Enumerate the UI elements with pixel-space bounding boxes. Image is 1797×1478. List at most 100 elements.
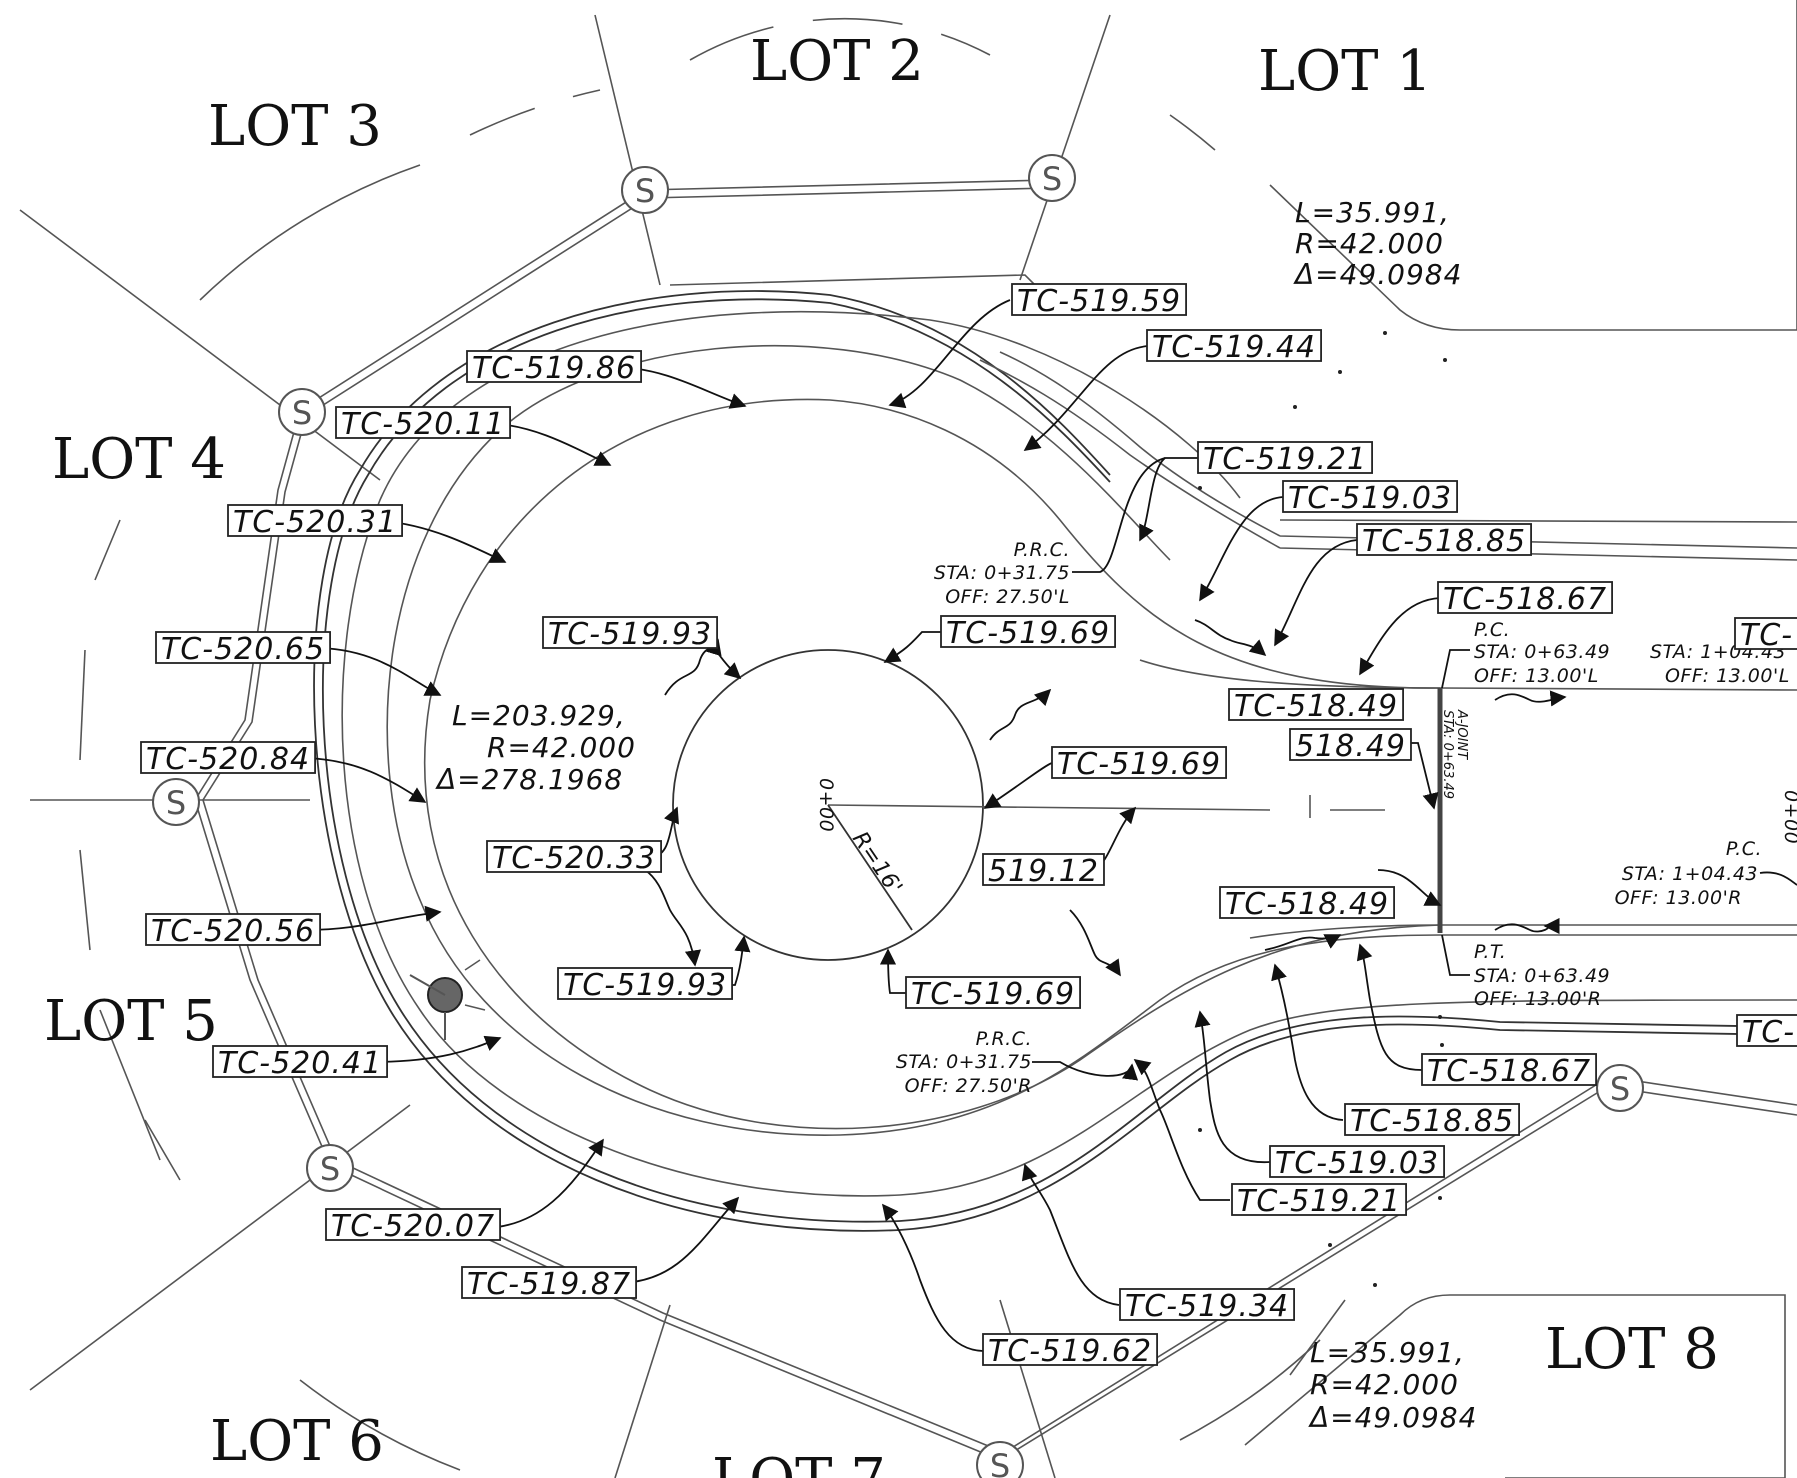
tc-label-text: TC-519.34 bbox=[1125, 1289, 1289, 1324]
spot-point bbox=[1198, 1128, 1202, 1132]
tc-label-box bbox=[1051, 746, 1227, 779]
sewer-manhole-symbol: S bbox=[320, 1150, 340, 1188]
label-leaders bbox=[305, 299, 1442, 1352]
tc-label-text: TC-520.33 bbox=[492, 841, 656, 876]
tc-label: TC-520.31 bbox=[227, 504, 403, 540]
tc-label-box bbox=[145, 913, 321, 946]
tc-label-text: TC-519.21 bbox=[1203, 442, 1367, 477]
tc-label-text: TC-518.85 bbox=[1362, 524, 1526, 559]
tc-label-box bbox=[1734, 617, 1797, 650]
tc-label: TC-519.34 bbox=[1119, 1288, 1295, 1324]
tc-label-text: 519.12 bbox=[988, 854, 1099, 889]
tc-label-box bbox=[1437, 581, 1613, 614]
curve-left-radius: R=42.000 bbox=[487, 731, 636, 764]
tc-label-box bbox=[325, 1208, 501, 1241]
tc-label-text: TC-518.49 bbox=[1234, 689, 1398, 724]
tc-label-box bbox=[335, 406, 511, 439]
tc-label-text: TC-519.93 bbox=[563, 968, 727, 1003]
pc-top-note: P.C. STA: 0+63.49 OFF: 13.00'L bbox=[1474, 619, 1610, 687]
pc-right-note: P.C. STA: 1+04.43 OFF: 13.00'R bbox=[1615, 838, 1762, 909]
svg-text:OFF: 13.00'L: OFF: 13.00'L bbox=[1665, 665, 1790, 687]
svg-text:OFF: 13.00'R: OFF: 13.00'R bbox=[1615, 887, 1742, 909]
tc-label-text: TC-520.84 bbox=[146, 742, 310, 777]
svg-text:OFF: 27.50'R: OFF: 27.50'R bbox=[905, 1075, 1032, 1097]
tc-label-text: TC-518.85 bbox=[1350, 1104, 1514, 1139]
tc-label-box bbox=[940, 615, 1116, 648]
drainage-arrows bbox=[644, 619, 1567, 977]
sewer-manhole-icon bbox=[1028, 154, 1076, 202]
tc-label-box bbox=[1356, 523, 1532, 556]
tc-label-text: TC-518.49 bbox=[1225, 887, 1389, 922]
pt-bottom-note: P.T. STA: 0+63.49 OFF: 13.00'R bbox=[1474, 941, 1610, 1010]
sewer-manhole-symbol: S bbox=[1610, 1070, 1630, 1108]
spot-point bbox=[1328, 1243, 1332, 1247]
svg-text:OFF: 13.00'R: OFF: 13.00'R bbox=[1474, 988, 1601, 1010]
spot-point bbox=[1373, 1283, 1377, 1287]
svg-text:OFF: 13.00'L: OFF: 13.00'L bbox=[1474, 665, 1599, 687]
svg-text:STA: 0+63.49: STA: 0+63.49 bbox=[1474, 641, 1610, 663]
curve-left-delta: Δ=278.1968 bbox=[435, 763, 623, 796]
svg-text:STA: 0+31.75: STA: 0+31.75 bbox=[934, 562, 1070, 584]
tc-label: TC-519.59 bbox=[1011, 283, 1187, 319]
spot-point bbox=[1440, 1043, 1444, 1047]
tc-label-box bbox=[542, 616, 718, 649]
tc-label: TC-518.49 bbox=[1219, 886, 1395, 922]
curve-bottom-length: L=35.991, bbox=[1310, 1336, 1465, 1369]
tc-label: TC-520.33 bbox=[486, 840, 662, 876]
radius-label: R=16' bbox=[847, 827, 907, 899]
tc-label-box bbox=[557, 967, 733, 1000]
tc-label-text: TC-519.69 bbox=[946, 616, 1110, 651]
sewer-manhole-symbol: S bbox=[292, 394, 312, 432]
svg-text:STA: 0+31.75: STA: 0+31.75 bbox=[896, 1051, 1032, 1073]
svg-text:P.C.: P.C. bbox=[1474, 619, 1510, 641]
tc-label-text: 518.49 bbox=[1295, 729, 1406, 764]
tc-label: TC-519.03 bbox=[1282, 480, 1458, 516]
sewer-manhole-symbol: S bbox=[635, 172, 655, 210]
tc-label-box bbox=[1228, 688, 1404, 721]
tc-label-text: TC- bbox=[1740, 618, 1793, 653]
property-line bbox=[194, 179, 1797, 1461]
tc-label-box bbox=[1219, 886, 1395, 919]
prc-bottom-note: P.R.C. STA: 0+31.75 OFF: 27.50'R bbox=[896, 1028, 1032, 1097]
tc-label-box bbox=[905, 976, 1081, 1009]
tc-label-box bbox=[1344, 1103, 1520, 1136]
right-station-label: 0+00 bbox=[1780, 790, 1797, 844]
tc-label: TC-520.11 bbox=[335, 406, 511, 442]
tc-label-box bbox=[1011, 283, 1187, 316]
curve-bottom-radius: R=42.000 bbox=[1310, 1368, 1459, 1401]
sewer-manhole-symbol: S bbox=[166, 784, 186, 822]
tc-label-text: TC-520.41 bbox=[218, 1046, 382, 1081]
sewer-manhole-icon bbox=[152, 778, 200, 826]
tc-label: TC-519.69 bbox=[940, 615, 1116, 651]
tc-label: 519.12 bbox=[982, 853, 1105, 889]
svg-text:P.R.C.: P.R.C. bbox=[1014, 539, 1070, 561]
tc-label-box bbox=[1282, 480, 1458, 513]
tc-label-box bbox=[1119, 1288, 1295, 1321]
lot-6-label: LOT 6 bbox=[210, 1409, 384, 1474]
sewer-manhole-icon bbox=[621, 166, 669, 214]
tc-label: TC-519.03 bbox=[1269, 1145, 1445, 1181]
tc-label: TC-519.86 bbox=[466, 350, 642, 386]
tc-label-text: TC-520.31 bbox=[233, 505, 397, 540]
tc-label-text: TC-518.67 bbox=[1427, 1054, 1591, 1089]
sewer-manhole-icon bbox=[976, 1441, 1024, 1478]
tc-label: TC-520.07 bbox=[325, 1208, 501, 1244]
tc-label: TC-519.69 bbox=[1051, 746, 1227, 782]
tc-label-box bbox=[1269, 1145, 1445, 1178]
tc-label-text: TC-519.93 bbox=[548, 617, 712, 652]
tc-labels: TC-519.59TC-519.44TC-519.86TC-520.11TC-5… bbox=[140, 283, 1797, 1369]
sewer-manhole-symbol: S bbox=[1042, 160, 1062, 198]
sewer-manhole-icon bbox=[1596, 1064, 1644, 1112]
lot-boundaries bbox=[19, 0, 1797, 1478]
tc-label: TC-519.93 bbox=[557, 967, 733, 1003]
tc-label: TC-518.49 bbox=[1228, 688, 1404, 724]
fire-hydrant-icon bbox=[409, 959, 486, 1040]
tc-label: TC-520.84 bbox=[140, 741, 316, 777]
tc-label: TC- bbox=[1736, 1014, 1797, 1050]
tc-label: TC-520.41 bbox=[212, 1045, 388, 1081]
tc-label: TC-519.21 bbox=[1231, 1183, 1407, 1219]
tc-label-text: TC-519.69 bbox=[911, 977, 1075, 1012]
svg-text:OFF: 27.50'L: OFF: 27.50'L bbox=[945, 586, 1070, 608]
lot-3-label: LOT 3 bbox=[208, 94, 382, 159]
